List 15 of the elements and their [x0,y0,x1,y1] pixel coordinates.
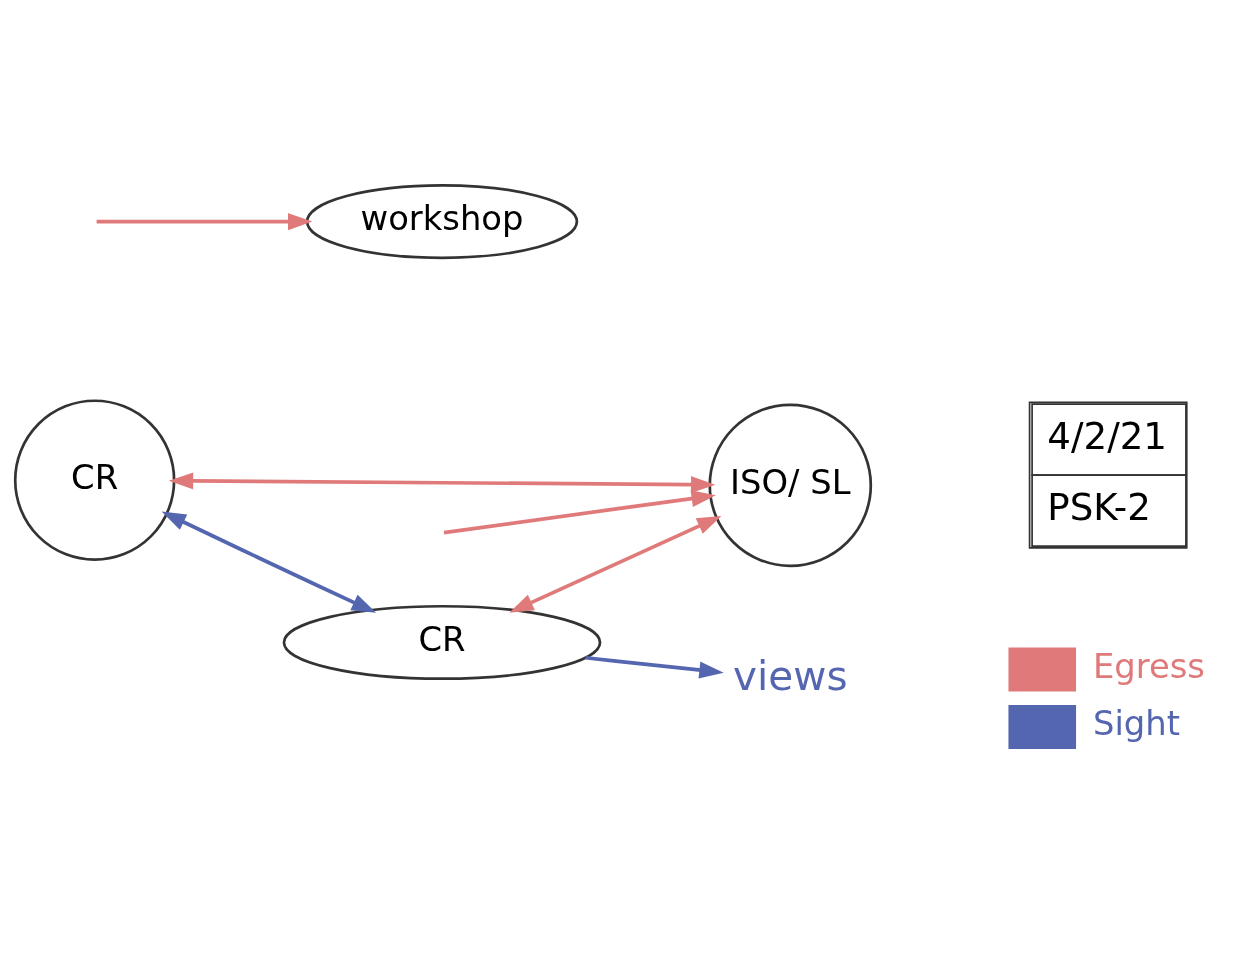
arrow [168,471,716,493]
node-ellipse: CR [282,604,602,680]
arrow [585,655,724,679]
arrow [443,489,716,534]
legend-label: Egress [1092,646,1205,686]
node-circle: CR [13,398,176,561]
arrow [96,212,313,230]
arrow [161,511,377,613]
node-circle: ISO/ SL [708,402,873,567]
node-text: views [733,651,848,700]
node-ellipse: workshop [305,183,579,259]
legend-label: Sight [1092,703,1180,743]
arrow [509,515,722,613]
label: PSK-2 [1047,484,1151,529]
label: 4/2/21 [1047,413,1167,458]
